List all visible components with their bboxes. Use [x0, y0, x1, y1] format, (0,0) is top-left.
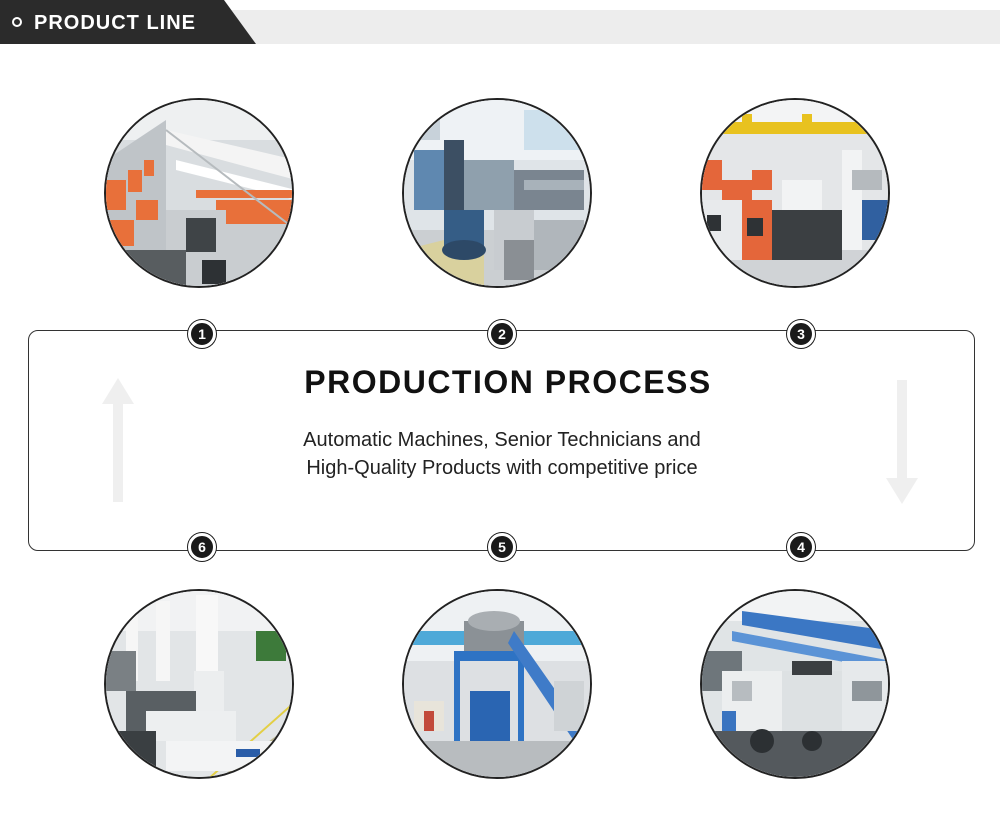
- process-description: Automatic Machines, Senior Technicians a…: [200, 426, 804, 482]
- up-arrow-icon: [102, 378, 134, 502]
- photo-step-6: [104, 589, 294, 779]
- step-badge-1: 1: [188, 320, 216, 348]
- step-badge-4: 4: [787, 533, 815, 561]
- header-tab: [0, 0, 256, 44]
- section-header: PRODUCT LINE: [0, 0, 1000, 48]
- process-panel: [28, 330, 975, 551]
- photo-step-1: [104, 98, 294, 288]
- step-badge-2: 2: [488, 320, 516, 348]
- photo-step-4: [700, 589, 890, 779]
- process-title: PRODUCTION PROCESS: [304, 364, 712, 400]
- photo-step-5: [402, 589, 592, 779]
- process-description-line-1: Automatic Machines, Senior Technicians a…: [303, 429, 701, 451]
- photo-step-2: [402, 98, 592, 288]
- down-arrow-icon: [886, 380, 918, 504]
- step-badge-3: 3: [787, 320, 815, 348]
- step-badge-6: 6: [188, 533, 216, 561]
- step-badge-5: 5: [488, 533, 516, 561]
- process-description-line-2: High-Quality Products with competitive p…: [306, 457, 698, 479]
- section-title: PRODUCT LINE: [34, 12, 196, 34]
- ring-icon: [12, 17, 22, 27]
- photo-step-3: [700, 98, 890, 288]
